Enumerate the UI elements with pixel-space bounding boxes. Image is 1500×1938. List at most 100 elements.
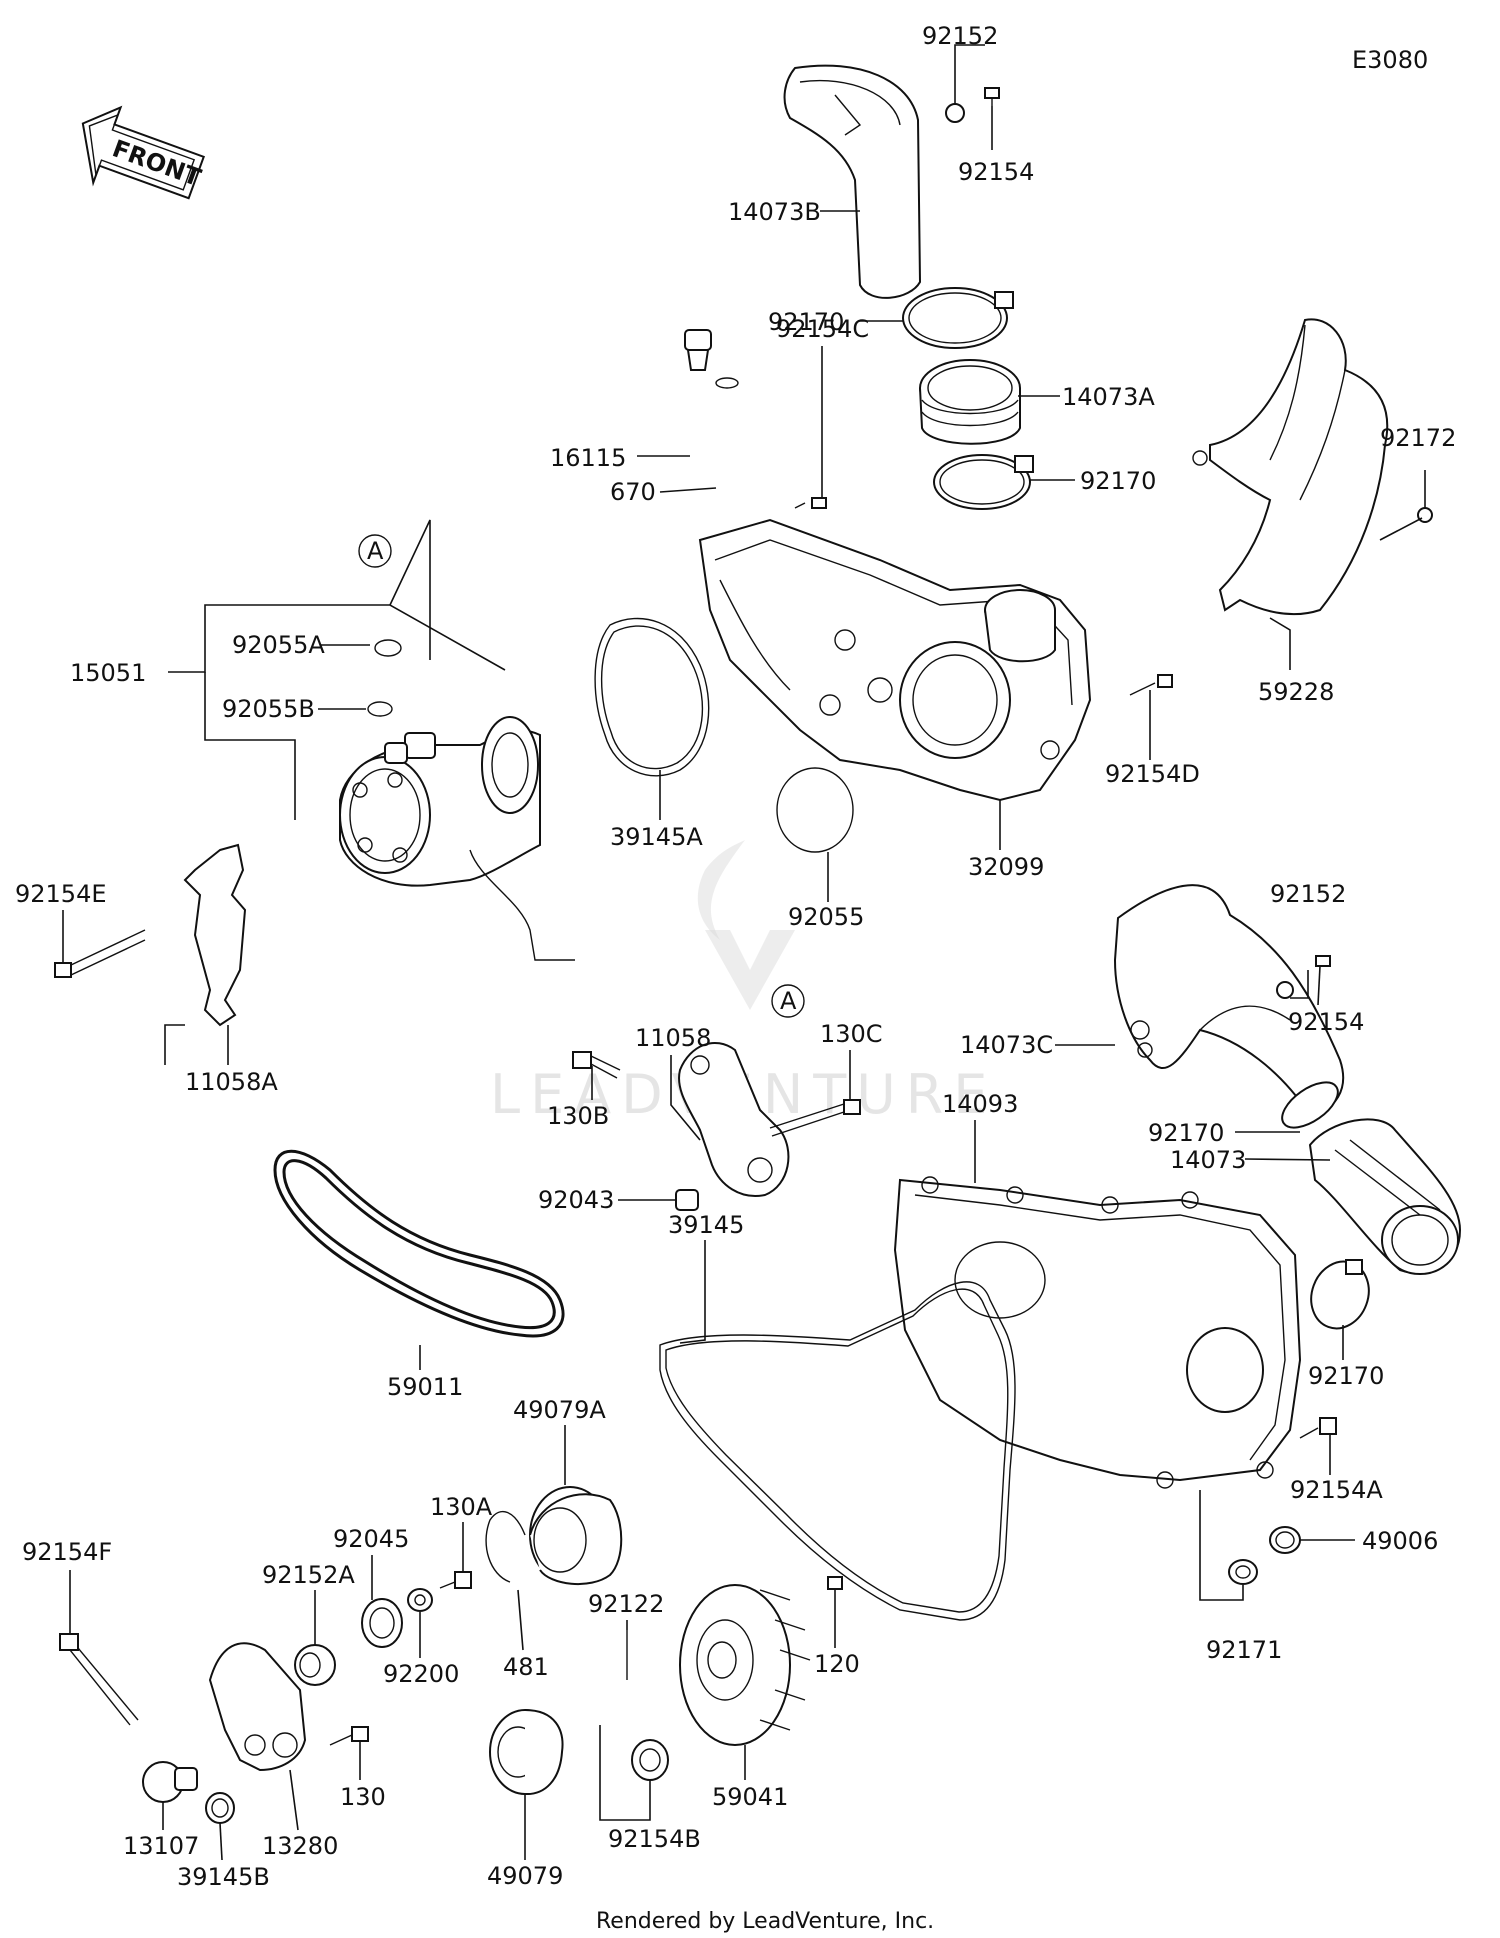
nut-92152-mid xyxy=(1276,981,1294,999)
bellows-14073a xyxy=(919,359,1021,445)
label-120: 120 xyxy=(814,1650,860,1678)
reference-mark-a-1-text: A xyxy=(367,537,384,565)
spacer-92152a xyxy=(294,1644,336,1686)
screw-92172 xyxy=(1417,507,1433,523)
bolt-92154f xyxy=(59,1633,139,1726)
label-14073b: 14073B xyxy=(728,198,821,226)
grommet-92171 xyxy=(1228,1559,1258,1585)
leader-lines xyxy=(62,44,1426,1861)
bracket-11058a xyxy=(183,843,247,1027)
bolt-92154-mid xyxy=(1315,955,1331,967)
label-130: 130 xyxy=(340,1783,386,1811)
boot-14073 xyxy=(1308,1118,1462,1275)
compressor-15051 xyxy=(339,716,575,961)
oring-670 xyxy=(715,377,739,389)
label-92043: 92043 xyxy=(538,1186,614,1214)
oring-92055 xyxy=(776,767,854,853)
label-14073c: 14073C xyxy=(960,1031,1053,1059)
clamp-92170-mid xyxy=(1281,1081,1339,1129)
footer-credit: Rendered by LeadVenture, Inc. xyxy=(596,1909,934,1934)
oring-92055a xyxy=(374,639,402,657)
bolt-130b xyxy=(572,1051,621,1079)
circlip-481 xyxy=(485,1510,526,1583)
label-59041: 59041 xyxy=(712,1783,788,1811)
duct-14073b xyxy=(783,64,922,299)
label-11058a: 11058A xyxy=(185,1068,278,1096)
label-14073a: 14073A xyxy=(1062,383,1155,411)
label-49079: 49079 xyxy=(487,1862,563,1890)
bolt-130c xyxy=(769,1099,861,1137)
label-92045: 92045 xyxy=(333,1525,409,1553)
plug-49006 xyxy=(1269,1526,1301,1554)
label-39145a: 39145A xyxy=(610,823,703,851)
label-92152: 92152 xyxy=(922,22,998,50)
bearing-92045 xyxy=(361,1598,403,1648)
bolt-92154-top xyxy=(984,87,1000,106)
reference-mark-a-2-text: A xyxy=(780,987,797,1015)
label-49006: 49006 xyxy=(1362,1527,1438,1555)
label-92055a: 92055A xyxy=(232,631,325,659)
clamp-92170-right xyxy=(1310,1259,1370,1330)
bearing-49079a xyxy=(529,1486,623,1586)
label-92200: 92200 xyxy=(383,1660,459,1688)
clamp-92170-second xyxy=(933,454,1034,510)
diagram-code: E3080 xyxy=(1352,46,1428,74)
label-92055b: 92055B xyxy=(222,695,315,723)
bolt-92154a xyxy=(1299,1417,1337,1439)
tensioner-13280 xyxy=(208,1642,307,1772)
label-16115: 16115 xyxy=(550,444,626,472)
inner-cover-32099 xyxy=(698,518,1092,802)
bolt-92154d xyxy=(1129,674,1173,696)
bracket-11058 xyxy=(678,1041,790,1197)
label-92172: 92172 xyxy=(1380,424,1456,452)
label-92154b: 92154B xyxy=(608,1825,701,1853)
duct-14073c xyxy=(1113,884,1345,1117)
collar-92043 xyxy=(675,1189,699,1211)
label-92152a: 92152A xyxy=(262,1561,355,1589)
label-15051: 15051 xyxy=(70,659,146,687)
front-arrow: FRONT xyxy=(81,105,205,200)
label-92170-c: 92170 xyxy=(1148,1119,1224,1147)
label-59228: 59228 xyxy=(1258,678,1334,706)
label-11058: 11058 xyxy=(635,1024,711,1052)
clamp-92170-top xyxy=(902,287,1014,349)
nut-92152-top xyxy=(945,103,965,123)
label-130b: 130B xyxy=(547,1102,609,1130)
label-14073: 14073 xyxy=(1170,1146,1246,1174)
outer-cover-14093 xyxy=(893,1176,1302,1489)
washer-39145b xyxy=(205,1792,235,1824)
pulley-49079 xyxy=(489,1709,564,1796)
label-92152-b: 92152 xyxy=(1270,880,1346,908)
label-92171: 92171 xyxy=(1206,1636,1282,1664)
label-92154: 92154 xyxy=(958,158,1034,186)
label-92055: 92055 xyxy=(788,903,864,931)
label-130a: 130A xyxy=(430,1493,493,1521)
label-130c: 130C xyxy=(820,1020,883,1048)
label-92154a: 92154A xyxy=(1290,1476,1383,1504)
nut-92154b xyxy=(631,1739,669,1781)
label-92170-a: 92170 xyxy=(768,308,844,336)
label-92170-b: 92170 xyxy=(1080,467,1156,495)
belt-59011 xyxy=(273,1149,565,1338)
label-92154f: 92154F xyxy=(22,1538,112,1566)
shroud-59228 xyxy=(1192,318,1389,616)
label-92154c: 92154C xyxy=(776,315,869,343)
label-39145: 39145 xyxy=(668,1211,744,1239)
label-670: 670 xyxy=(610,478,656,506)
label-32099: 32099 xyxy=(968,853,1044,881)
label-13280: 13280 xyxy=(262,1832,338,1860)
bolt-130 xyxy=(329,1726,369,1746)
bolt-130a xyxy=(439,1571,472,1589)
label-92154-b: 92154 xyxy=(1288,1008,1364,1036)
washer-92200 xyxy=(407,1588,433,1612)
label-481: 481 xyxy=(503,1653,549,1681)
label-92154e: 92154E xyxy=(15,880,107,908)
bolt-92154c xyxy=(794,497,827,509)
plug-16115 xyxy=(684,329,712,371)
fan-59041 xyxy=(679,1584,811,1746)
knob-13107 xyxy=(142,1761,198,1803)
part-labels: 92152 92154 14073B 92170 14073A 16115 92… xyxy=(15,22,1456,1891)
gasket-39145 xyxy=(659,1281,1016,1621)
label-92122: 92122 xyxy=(588,1590,664,1618)
